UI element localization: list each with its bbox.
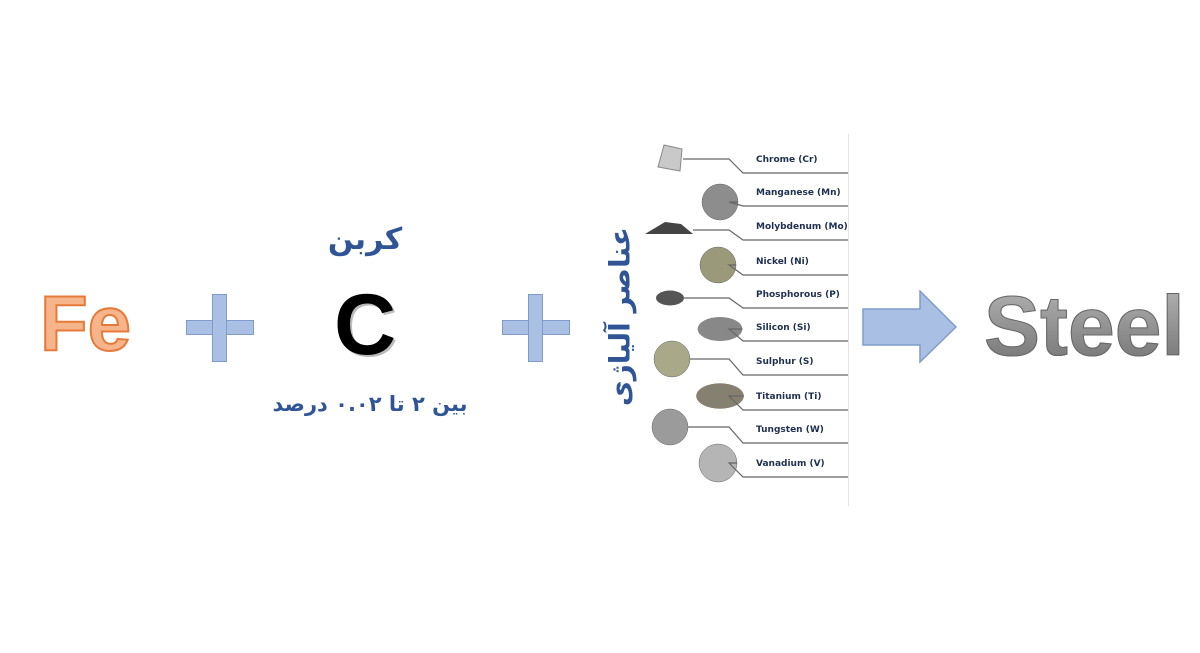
manganese-rock-icon: [701, 183, 848, 221]
tungsten-rock-icon: [651, 408, 848, 446]
alloy-element-label: Phosphorous (P): [756, 290, 840, 300]
alloy-element-label: Nickel (Ni): [756, 257, 809, 267]
alloy-element-row: Vanadium (V): [645, 443, 848, 501]
alloy-element-label: Tungsten (W): [756, 425, 824, 435]
alloy-element-label: Molybdenum (Mo): [756, 222, 848, 232]
alloy-element-row: Titanium (Ti): [645, 383, 848, 434]
nickel-rock-icon: [699, 246, 848, 284]
alloy-element-row: Tungsten (W): [645, 408, 848, 467]
plus-icon: [186, 294, 254, 362]
alloy-elements-title: عناصر آلیاژی: [603, 226, 637, 407]
carbon-range: بین ۲ تا ۰.۰۲ درصد: [272, 392, 468, 416]
silicon-rock-icon: [697, 317, 848, 342]
arrow-right-icon: [862, 290, 958, 364]
alloy-element-row: Nickel (Ni): [645, 246, 848, 299]
carbon-symbol: C: [333, 277, 397, 373]
molybdenum-powder-icon: [645, 222, 848, 241]
carbon-title: کربن: [327, 222, 403, 257]
titanium-rock-icon: [696, 383, 848, 411]
alloy-elements-panel: Chrome (Cr) Manganese (Mn) Molybdenum (M…: [645, 134, 849, 506]
alloy-element-row: Manganese (Mn): [645, 183, 848, 230]
alloy-element-label: Titanium (Ti): [756, 392, 822, 402]
chrome-rock-icon: [657, 144, 848, 174]
iron-symbol: Fe: [39, 278, 132, 368]
alloy-element-row: Chrome (Cr): [645, 144, 848, 197]
alloy-element-row: Sulphur (S): [645, 340, 848, 399]
alloy-element-label: Silicon (Si): [756, 323, 811, 333]
alloy-element-label: Manganese (Mn): [756, 188, 841, 198]
alloy-element-row: Silicon (Si): [645, 317, 848, 365]
sulphur-rock-icon: [653, 340, 848, 378]
plus-icon: [502, 294, 570, 362]
phosphorous-rock-icon: [656, 290, 848, 309]
alloy-element-label: Vanadium (V): [756, 459, 825, 469]
steel-label: Steel: [984, 279, 1186, 374]
vanadium-rock-icon: [698, 443, 848, 483]
alloy-element-row: Molybdenum (Mo): [645, 222, 848, 264]
alloy-element-row: Phosphorous (P): [645, 290, 848, 332]
alloy-element-label: Sulphur (S): [756, 357, 814, 367]
alloy-element-label: Chrome (Cr): [756, 155, 818, 165]
